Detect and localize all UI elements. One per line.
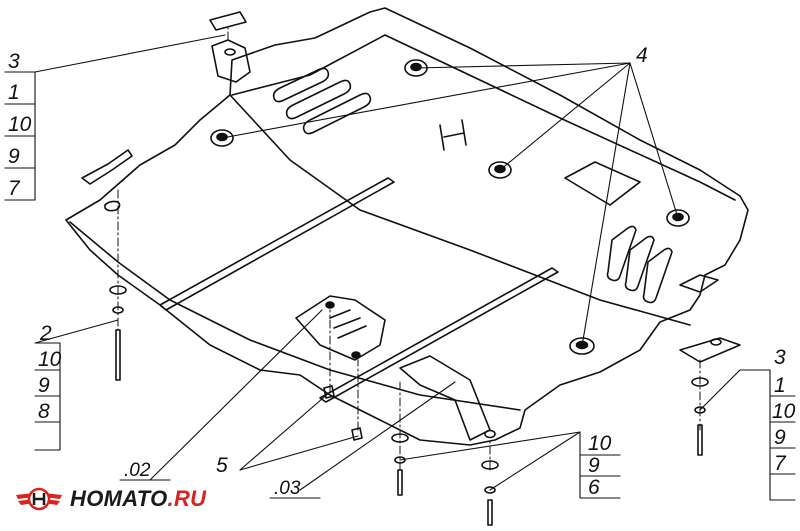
callout-label-02: .02 bbox=[124, 460, 151, 481]
right-bracket-upper bbox=[679, 274, 719, 293]
skid-plate-outline bbox=[65, 7, 749, 446]
callout-right: 3 1 10 9 7 bbox=[772, 346, 796, 475]
part-02-hole bbox=[351, 351, 361, 359]
callout-label: 10 bbox=[8, 113, 32, 136]
leader-lines bbox=[34, 34, 741, 491]
mounting-bosses bbox=[210, 59, 690, 355]
fastener-nuts-center bbox=[323, 385, 363, 441]
callout-top-left: 3 1 10 9 7 bbox=[8, 50, 32, 200]
fold-line bbox=[229, 94, 691, 326]
callout-label: 3 bbox=[8, 50, 20, 73]
left-bracket bbox=[81, 149, 133, 185]
h-emboss bbox=[439, 119, 467, 151]
callout-label: 9 bbox=[38, 374, 50, 397]
callout-label-4: 4 bbox=[636, 44, 648, 67]
fastener-stack-left-top bbox=[109, 285, 127, 381]
callout-label: 7 bbox=[774, 452, 787, 475]
callout-mid-left: 2 10 9 8 bbox=[38, 322, 62, 423]
right-bracket-lower bbox=[679, 337, 741, 363]
part-02-pad bbox=[295, 295, 386, 361]
callout-label: 10 bbox=[38, 348, 62, 371]
callout-label: 1 bbox=[8, 81, 20, 104]
alignment-lines bbox=[117, 27, 701, 471]
callout-bottom-mid: 10 9 6 bbox=[588, 432, 612, 499]
callout-label: 8 bbox=[38, 400, 50, 423]
rib-left bbox=[159, 177, 395, 311]
callout-label: 3 bbox=[774, 346, 786, 369]
fold-line bbox=[69, 221, 521, 411]
front-bracket-plate bbox=[209, 11, 247, 31]
callout-label: 2 bbox=[39, 322, 52, 345]
callout-label: 6 bbox=[588, 476, 600, 499]
brand-logo: HOMATO.RU bbox=[14, 481, 206, 517]
vent-slots-upper bbox=[272, 67, 372, 135]
part-02-slots bbox=[329, 309, 367, 339]
bracket-hole bbox=[710, 338, 722, 346]
callout-label: 10 bbox=[772, 400, 796, 423]
callout-label: 10 bbox=[588, 432, 612, 455]
callout-label: 9 bbox=[588, 454, 600, 477]
callout-boxes bbox=[4, 71, 796, 501]
callout-label-03: .03 bbox=[274, 478, 301, 499]
access-panel bbox=[564, 161, 641, 206]
callout-label: 7 bbox=[8, 177, 21, 200]
callout-label: 9 bbox=[8, 145, 20, 168]
brand-name: HOMATO.RU bbox=[70, 486, 207, 511]
fold-line bbox=[231, 34, 736, 201]
callout-label: 1 bbox=[774, 374, 786, 397]
part-03-bracket bbox=[399, 355, 491, 441]
part-02-hole bbox=[325, 301, 335, 309]
callout-label-5: 5 bbox=[216, 454, 228, 477]
part-03-hole bbox=[484, 429, 496, 439]
callout-label: 9 bbox=[774, 426, 786, 449]
oval-slot bbox=[104, 200, 121, 212]
wings-logo-icon bbox=[16, 487, 62, 511]
bracket-hole bbox=[224, 48, 236, 56]
vent-slots-right bbox=[606, 225, 673, 304]
rib-right bbox=[319, 267, 559, 403]
